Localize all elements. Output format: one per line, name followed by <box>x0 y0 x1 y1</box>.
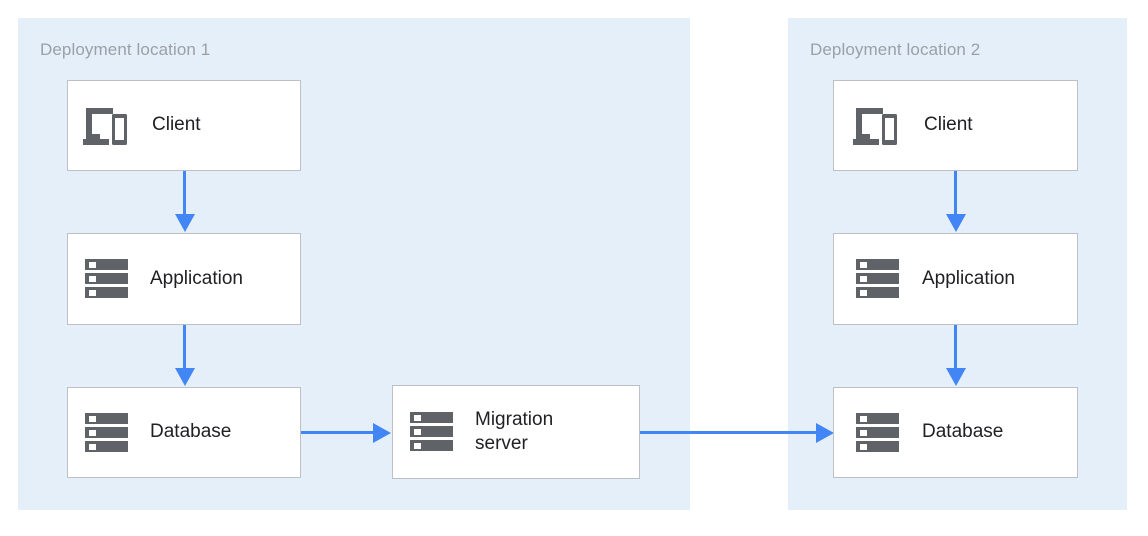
node-migration-server[interactable]: Migration server <box>392 385 640 479</box>
node-client-1[interactable]: Client <box>67 80 301 171</box>
node-database-1-label: Database <box>150 421 232 443</box>
deployment-location-2-label: Deployment location 2 <box>810 40 981 59</box>
server-rack-icon <box>85 412 128 454</box>
server-rack-icon <box>85 258 128 300</box>
server-rack-icon <box>856 258 899 300</box>
node-database-2[interactable]: Database <box>833 387 1078 478</box>
node-migration-server-label: Migration server <box>475 408 554 454</box>
server-rack-icon <box>856 412 899 454</box>
server-rack-icon <box>410 411 453 453</box>
node-application-1[interactable]: Application <box>67 233 301 325</box>
node-client-1-label: Client <box>152 114 201 136</box>
node-application-1-label: Application <box>150 267 243 289</box>
node-client-2[interactable]: Client <box>833 80 1078 171</box>
deployment-location-1-label: Deployment location 1 <box>40 40 211 59</box>
node-application-2-label: Application <box>922 267 1015 289</box>
node-application-2[interactable]: Application <box>833 233 1078 325</box>
node-client-2-label: Client <box>924 114 973 136</box>
node-database-1[interactable]: Database <box>67 387 301 478</box>
node-database-2-label: Database <box>922 421 1004 443</box>
client-devices-icon <box>83 105 129 147</box>
client-devices-icon <box>853 105 899 147</box>
